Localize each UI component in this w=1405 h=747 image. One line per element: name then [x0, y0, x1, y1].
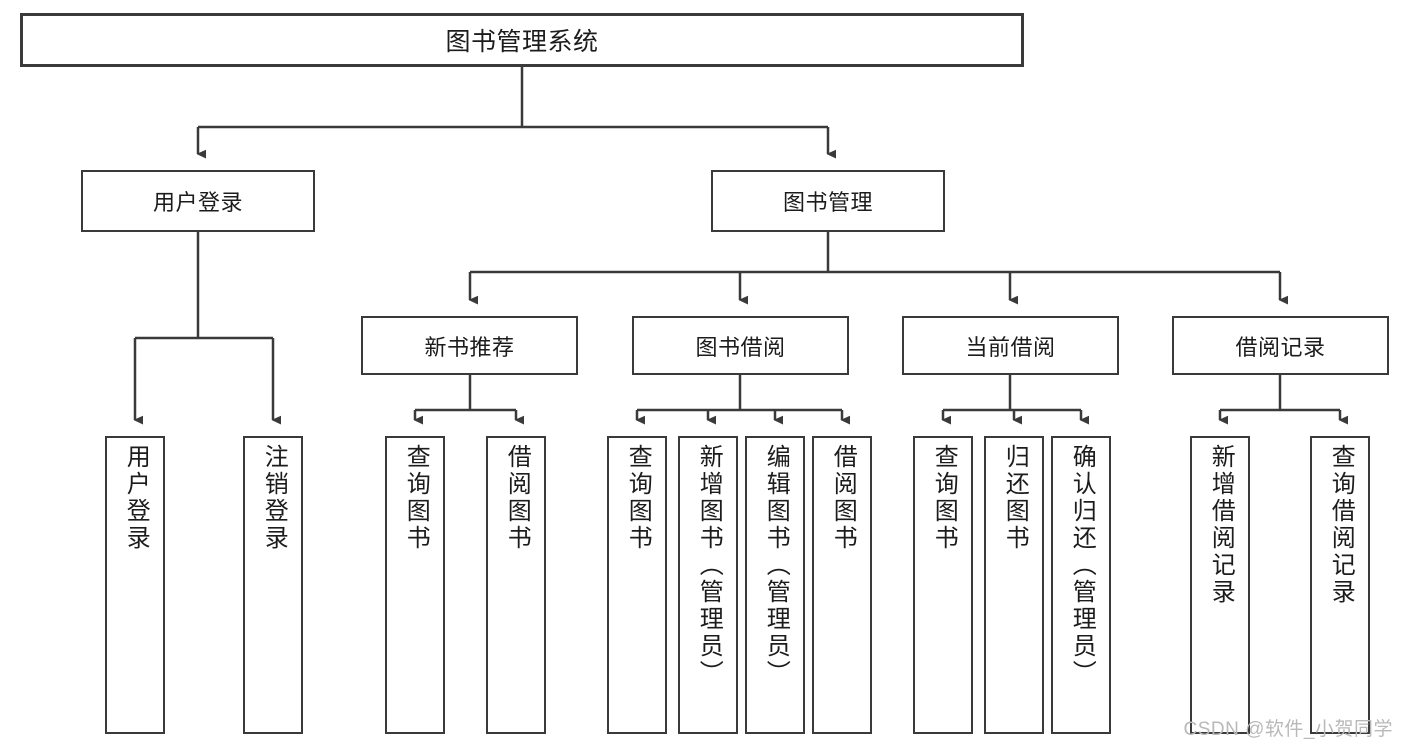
node-label: 借阅记录: [1235, 334, 1326, 360]
node-leaf-borrow-book-2[interactable]: 借阅图书: [812, 436, 872, 734]
node-label: 新增借阅记录: [1207, 444, 1235, 606]
node-book-management[interactable]: 图书管理: [711, 170, 945, 232]
node-label: 归还图书: [1001, 444, 1029, 552]
node-label: 查询图书: [930, 444, 958, 552]
node-new-book-recommend[interactable]: 新书推荐: [361, 316, 578, 375]
node-leaf-borrow-book-1[interactable]: 借阅图书: [486, 436, 546, 734]
node-leaf-edit-book-admin[interactable]: 编辑图书（管理员）: [745, 436, 805, 734]
node-label: 新增图书（管理员）: [695, 444, 723, 687]
node-label: 确认归还（管理员）: [1068, 444, 1096, 687]
node-borrow-record[interactable]: 借阅记录: [1172, 316, 1389, 375]
node-leaf-confirm-return-admin[interactable]: 确认归还（管理员）: [1051, 436, 1111, 734]
node-leaf-query-book-1[interactable]: 查询图书: [385, 436, 445, 734]
node-leaf-return-book[interactable]: 归还图书: [984, 436, 1044, 734]
node-user-login[interactable]: 用户登录: [81, 170, 315, 232]
node-label: 图书管理: [782, 190, 873, 215]
node-label: 查询借阅记录: [1327, 444, 1355, 606]
node-leaf-query-book-3[interactable]: 查询图书: [913, 436, 973, 734]
node-leaf-add-book-admin[interactable]: 新增图书（管理员）: [678, 436, 738, 734]
node-leaf-query-borrow-record[interactable]: 查询借阅记录: [1310, 436, 1370, 734]
node-leaf-query-book-2[interactable]: 查询图书: [607, 436, 667, 734]
node-label: 借阅图书: [829, 444, 857, 552]
node-leaf-logout-login[interactable]: 注销登录: [243, 436, 303, 734]
node-label: 用户登录: [122, 444, 150, 552]
node-label: 查询图书: [624, 444, 652, 552]
csdn-watermark: CSDN @软件_小贺同学: [1183, 719, 1393, 740]
node-leaf-user-login[interactable]: 用户登录: [105, 436, 165, 734]
node-label: 当前借阅: [965, 334, 1056, 360]
node-label: 新书推荐: [424, 334, 515, 360]
node-label: 用户登录: [152, 190, 243, 215]
node-label: 注销登录: [260, 444, 288, 552]
node-label: 编辑图书（管理员）: [762, 444, 790, 687]
node-current-borrow[interactable]: 当前借阅: [902, 316, 1119, 375]
node-label: 查询图书: [402, 444, 430, 552]
node-book-borrow[interactable]: 图书借阅: [632, 316, 849, 375]
node-label: 图书管理系统: [445, 28, 599, 56]
node-label: 图书借阅: [695, 334, 786, 360]
node-label: 借阅图书: [503, 444, 531, 552]
node-book-management-system[interactable]: 图书管理系统: [20, 13, 1024, 67]
node-leaf-add-borrow-record[interactable]: 新增借阅记录: [1190, 436, 1250, 734]
